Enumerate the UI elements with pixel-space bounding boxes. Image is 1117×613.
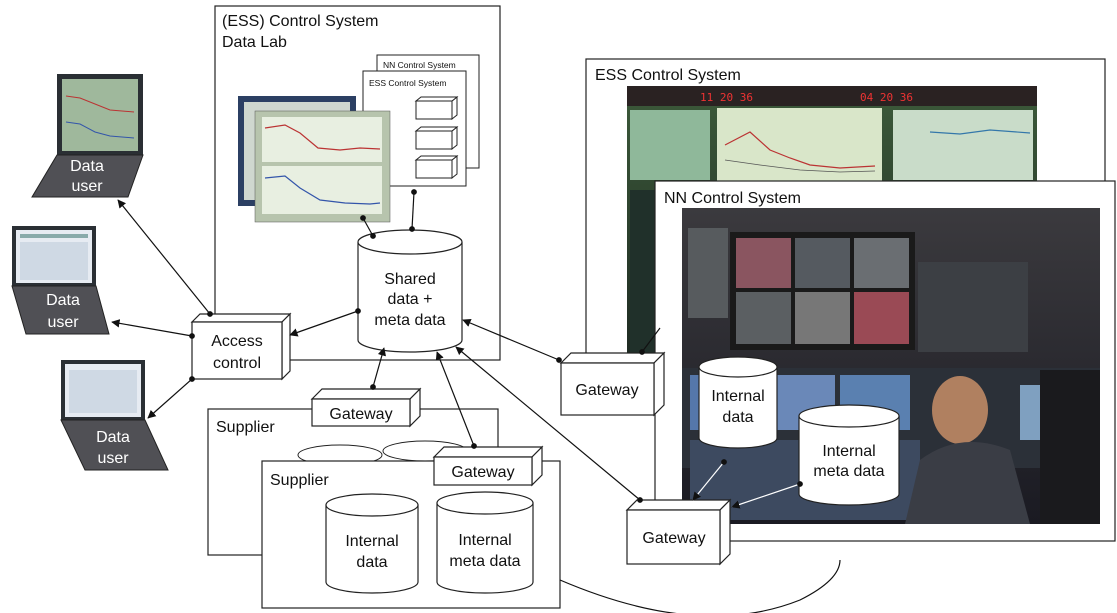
supplier-internal-data-line2: data [356, 554, 387, 571]
nn-internal-meta-line1: Internal [822, 443, 875, 460]
supplier-gateway-back: Gateway [310, 387, 422, 428]
conn-store-to-nn-gateway [455, 346, 643, 503]
access-control-box: Access control [190, 312, 292, 381]
nn-internal-meta-line2: meta data [813, 463, 884, 480]
shared-store-line2: data + [388, 291, 433, 308]
conn-ess-gw-to-panel [639, 327, 661, 355]
supplier-internal-meta-line1: Internal [458, 532, 511, 549]
supplier-internal-meta-cylinder: Internal meta data [436, 491, 534, 594]
conn-store-to-supplier-gw-back [370, 347, 386, 390]
nn-panel-title: NN Control System [664, 190, 801, 207]
shared-data-cylinder: Shared data + meta data [357, 229, 463, 353]
conn-access-to-user3 [147, 376, 195, 419]
data-user-3-line2: user [97, 450, 129, 467]
ess-clock-left: 11 20 36 [700, 91, 753, 104]
data-user-3-line1: Data [96, 429, 130, 446]
nn-gateway: Gateway [625, 498, 732, 566]
nn-control-room-photo [682, 208, 1100, 524]
module-box-2 [414, 125, 459, 151]
shared-store-line1: Shared [384, 271, 436, 288]
data-user-laptop-2: Data user [11, 226, 110, 335]
data-lab-title-line2: Data Lab [222, 34, 287, 51]
nn-card-label: NN Control System [383, 60, 456, 70]
data-user-2-line1: Data [46, 292, 80, 309]
module-box-3 [414, 154, 459, 180]
ess-card-label: ESS Control System [369, 78, 446, 88]
supplier-gateway-back-label: Gateway [329, 406, 392, 423]
conn-screens-to-store [360, 215, 376, 239]
data-user-laptop-3: Data user [60, 360, 169, 471]
supplier-front-title: Supplier [270, 472, 329, 489]
conn-nn-meta-to-gw [731, 481, 803, 509]
ess-clock-right: 04 20 36 [860, 91, 913, 104]
nn-internal-data-line2: data [722, 409, 753, 426]
conn-card-to-store [409, 189, 417, 232]
conn-access-to-user1 [117, 199, 213, 317]
conn-access-to-user2 [111, 319, 195, 339]
data-user-1-line1: Data [70, 158, 104, 175]
conn-supplier-to-nn-gw [559, 559, 841, 613]
shared-store-line3: meta data [374, 312, 445, 329]
data-user-2-line2: user [47, 314, 79, 331]
data-user-1-line2: user [71, 178, 103, 195]
connectors [111, 189, 841, 613]
nn-internal-data-cylinder: Internal data [698, 356, 778, 449]
access-control-line1: Access [211, 333, 263, 350]
supplier-internal-data-line1: Internal [345, 533, 398, 550]
supplier-back-title: Supplier [216, 419, 275, 436]
ess-gateway: Gateway [559, 351, 666, 417]
nn-internal-data-line1: Internal [711, 388, 764, 405]
conn-store-to-access [289, 308, 361, 337]
access-control-line2: control [213, 355, 261, 372]
data-lab-screen-front [254, 110, 391, 223]
ess-panel-title: ESS Control System [595, 67, 741, 84]
data-user-laptop-1: Data user [31, 74, 144, 198]
module-box-1 [414, 95, 459, 121]
supplier-internal-data-cylinder: Internal data [325, 493, 419, 594]
conn-nn-internal-data-to-gw [692, 459, 727, 501]
nn-internal-meta-cylinder: Internal meta data [798, 404, 900, 506]
supplier-internal-meta-line2: meta data [449, 553, 520, 570]
ess-gateway-label: Gateway [575, 382, 638, 399]
data-lab-title-line1: (ESS) Control System [222, 13, 378, 30]
supplier-gateway-front: Gateway [432, 445, 544, 487]
supplier-gateway-front-label: Gateway [451, 464, 514, 481]
nn-gateway-label: Gateway [642, 530, 705, 547]
